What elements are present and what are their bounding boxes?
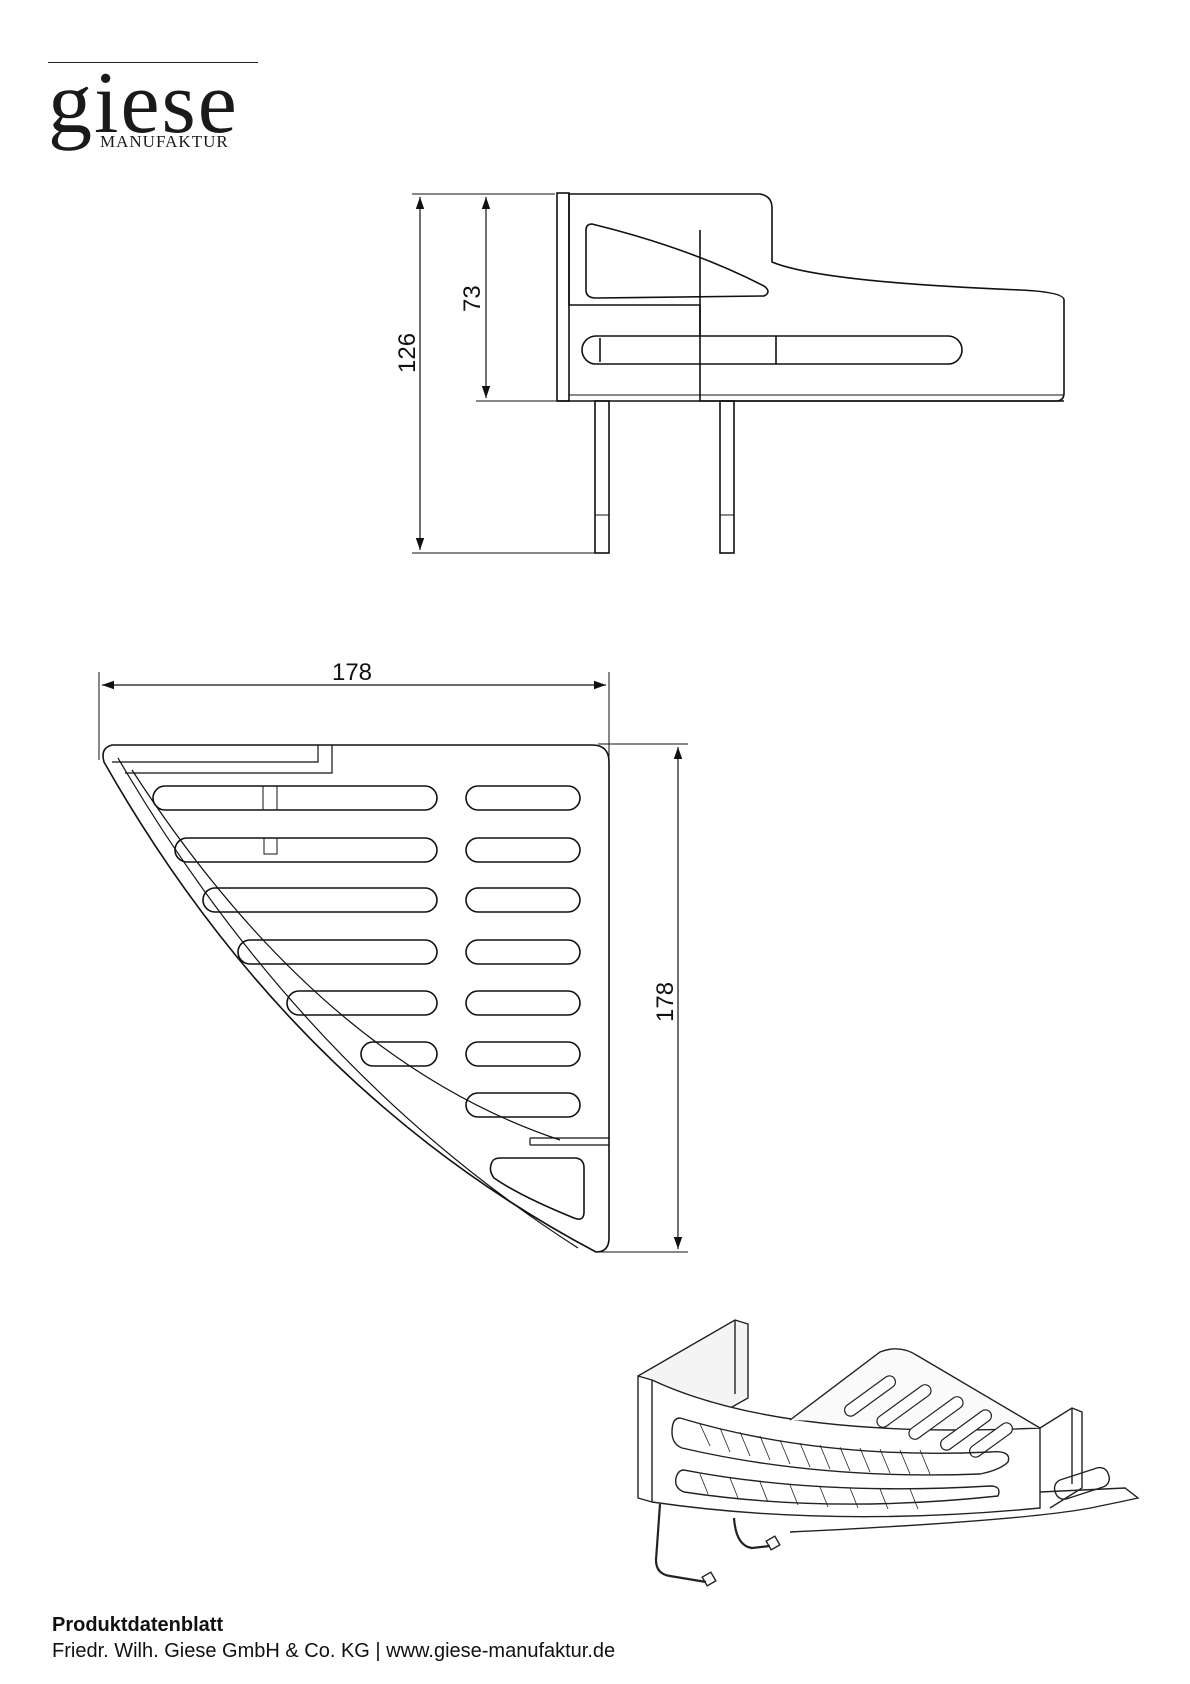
dim-label-width: 178 <box>332 659 372 686</box>
drain-slot <box>174 837 438 863</box>
top-view <box>98 672 688 1253</box>
drain-slot <box>465 990 581 1016</box>
drain-slot <box>202 887 438 913</box>
dim-label-depth: 178 <box>652 982 679 1022</box>
footer-company: Friedr. Wilh. Giese GmbH & Co. KG | www.… <box>52 1640 616 1662</box>
drain-slot <box>360 1041 438 1067</box>
logo-rule <box>48 62 258 63</box>
logo-wordmark: giese <box>48 55 239 152</box>
mounting-pin-left <box>594 400 610 554</box>
logo-subtitle: MANUFAKTUR <box>100 132 229 151</box>
corner-cutout <box>489 1157 585 1220</box>
drain-slot <box>465 1092 581 1118</box>
footer-title: Produktdatenblatt <box>52 1614 224 1636</box>
side-slot-lower <box>581 335 963 365</box>
drain-slot <box>152 785 438 811</box>
perspective-view <box>637 1319 1140 1587</box>
drain-slot <box>286 990 438 1016</box>
side-view <box>412 192 1065 554</box>
drain-slot <box>237 939 438 965</box>
back-wall <box>556 192 570 402</box>
drain-slot <box>465 887 581 913</box>
tray-outline <box>102 744 610 1253</box>
dim-label-total-height: 126 <box>394 333 421 373</box>
side-cutout-upper <box>585 223 769 299</box>
drain-slot <box>465 785 581 811</box>
brand-logo: giese MANUFAKTUR <box>48 58 258 158</box>
dim-label-basket-height: 73 <box>459 285 486 312</box>
mounting-pin-right <box>719 400 735 554</box>
drain-slot <box>465 1041 581 1067</box>
drain-slot <box>465 837 581 863</box>
footer: Produktdatenblatt Friedr. Wilh. Giese Gm… <box>52 1612 615 1664</box>
side-body <box>568 193 1065 402</box>
drain-slot <box>465 939 581 965</box>
